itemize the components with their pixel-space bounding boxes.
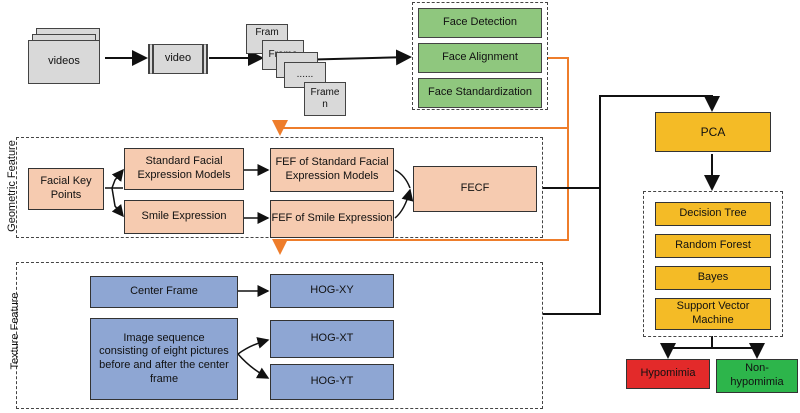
face-standardization-box: Face Standardization xyxy=(418,78,542,108)
image-sequence-box: Image sequence consisting of eight pictu… xyxy=(90,318,238,400)
pca-box: PCA xyxy=(655,112,771,152)
random-forest-box: Random Forest xyxy=(655,234,771,258)
video-label: video xyxy=(164,52,192,65)
face-detection-box: Face Detection xyxy=(418,8,542,38)
frame-card-n: Frame n xyxy=(304,82,346,116)
hog-xy-box: HOG-XY xyxy=(270,274,394,308)
non-hypomimia-box: Non-hypomimia xyxy=(716,359,798,393)
arrow-seq-hogxt xyxy=(237,337,270,355)
bayes-box: Bayes xyxy=(655,266,771,290)
fef-standard-box: FEF of Standard Facial Expression Models xyxy=(270,148,394,192)
texture-feature-label: Texture Feature xyxy=(9,292,21,370)
hog-yt-box: HOG-YT xyxy=(270,364,394,400)
arrow-features-pca xyxy=(543,95,720,315)
videos-icon: videos xyxy=(28,40,100,84)
arrow-to-non-hypomimia xyxy=(712,343,765,359)
preprocess-group xyxy=(412,2,548,110)
texture-feature-section xyxy=(16,262,543,409)
arrow-preprocess-texture xyxy=(272,128,569,255)
hog-xt-box: HOG-XT xyxy=(270,320,394,358)
arrow-seq-hogyt xyxy=(237,353,270,379)
smile-expression-box: Smile Expression xyxy=(124,200,244,234)
standard-models-box: Standard Facial Expression Models xyxy=(124,148,244,190)
geometric-feature-label: Geometric Feature xyxy=(6,140,18,232)
center-frame-box: Center Frame xyxy=(90,276,238,308)
video-icon: video xyxy=(148,44,208,74)
fecf-box: FECF xyxy=(413,166,537,212)
face-alignment-box: Face Alignment xyxy=(418,43,542,73)
arrow-to-hypomimia xyxy=(660,343,712,359)
facial-key-points-box: Facial Key Points xyxy=(28,168,104,210)
fef-smile-box: FEF of Smile Expression xyxy=(270,200,394,238)
decision-tree-box: Decision Tree xyxy=(655,202,771,226)
videos-label: videos xyxy=(48,55,80,68)
classifiers-group xyxy=(643,191,783,337)
svm-box: Support Vector Machine xyxy=(655,298,771,330)
hypomimia-box: Hypomimia xyxy=(626,359,710,389)
